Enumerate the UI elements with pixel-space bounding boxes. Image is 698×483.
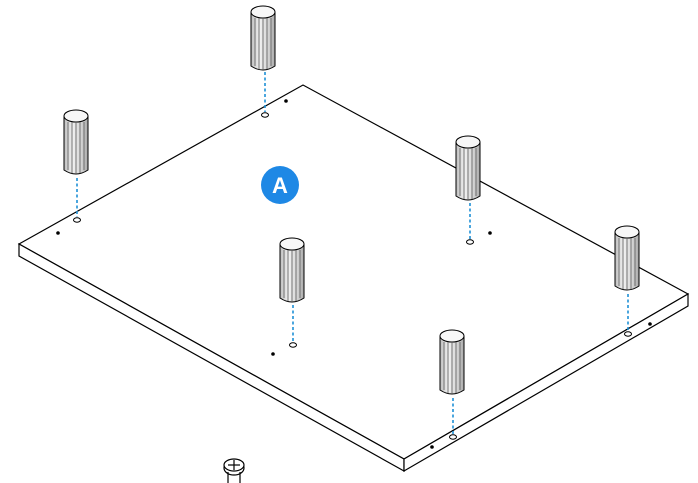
part-label: A — [272, 173, 288, 198]
dowel-icon — [614, 225, 640, 291]
dowel-icon — [455, 135, 481, 201]
dowel-icon — [250, 5, 276, 71]
dowel-icon — [439, 329, 465, 395]
pilot-holes — [56, 99, 652, 449]
dowel-icon — [63, 109, 89, 175]
guide-lines — [76, 72, 629, 434]
dowel-icon — [279, 237, 305, 303]
part-label-badge: A — [261, 166, 299, 204]
board-panel — [17, 84, 690, 473]
screw-icon — [223, 458, 245, 483]
dowel-holes — [73, 112, 632, 440]
